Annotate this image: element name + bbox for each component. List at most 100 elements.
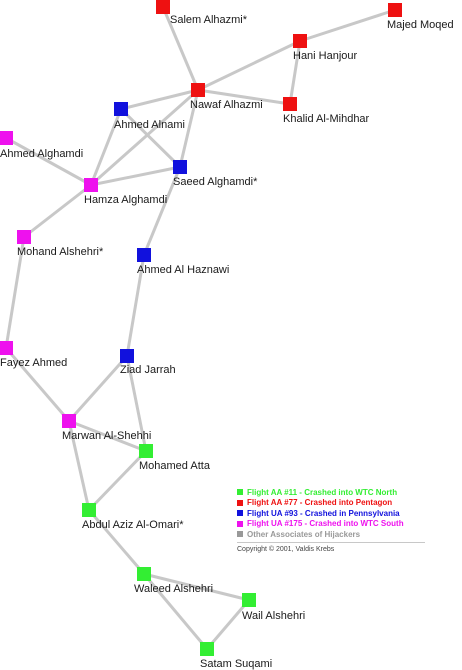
- node-atta: Mohamed Atta: [139, 444, 211, 472]
- node-marwan: Marwan Al-Shehhi: [62, 414, 151, 442]
- edge-atta-omari: [87, 449, 148, 512]
- legend-item-ua93: Flight UA #93 - Crashed in Pennsylvania: [237, 508, 425, 519]
- node-marker-saeed: [173, 160, 187, 174]
- node-label-khalid: Khalid Al-Mihdhar: [283, 113, 370, 125]
- node-hamza: Hamza Alghamdi: [84, 178, 167, 206]
- node-marker-mohand: [17, 230, 31, 244]
- node-marker-fayez: [0, 341, 13, 355]
- node-ziad: Ziad Jarrah: [120, 349, 176, 376]
- edge-majed-hani: [299, 8, 396, 43]
- edge-hamza-mohand: [23, 183, 92, 239]
- legend-swatch-ua175: [237, 520, 243, 527]
- edges-layer: [4, 6, 396, 650]
- legend-label-aa77: Flight AA #77 - Crashed into Pentagon: [247, 498, 393, 508]
- node-marker-alnami: [114, 102, 128, 116]
- edge-wail-satam: [205, 599, 251, 650]
- edge-nawaf-khalid: [197, 88, 291, 106]
- node-marker-hamza: [84, 178, 98, 192]
- node-marker-marwan: [62, 414, 76, 428]
- node-label-omari: Abdul Aziz Al-Omari*: [82, 519, 184, 531]
- node-satam: Satam Suqami: [200, 642, 272, 670]
- node-waleed: Waleed Alshehri: [134, 567, 213, 595]
- node-label-haznawi: Ahmed Al Haznawi: [137, 264, 229, 276]
- edge-ziad-marwan: [67, 355, 129, 422]
- node-label-waleed: Waleed Alshehri: [134, 583, 213, 595]
- node-label-satam: Satam Suqami: [200, 658, 272, 670]
- edge-marwan-atta: [68, 419, 147, 453]
- edge-ahmedg-hamza: [5, 136, 92, 187]
- node-saeed: Saeed Alghamdi*: [173, 160, 258, 188]
- edge-waleed-satam: [142, 573, 209, 650]
- edge-hani-khalid: [288, 40, 302, 105]
- legend-label-aa11: Flight AA #11 - Crashed into WTC North: [247, 487, 398, 497]
- node-label-nawaf: Nawaf Alhazmi: [190, 99, 263, 111]
- edge-haznawi-ziad: [125, 254, 146, 357]
- edge-salem-nawaf: [161, 6, 200, 91]
- node-haznawi: Ahmed Al Haznawi: [137, 248, 229, 276]
- node-label-salem: Salem Alhazmi*: [170, 14, 248, 26]
- node-mohand: Mohand Alshehri*: [17, 230, 104, 258]
- node-label-majed: Majed Moqed: [387, 19, 454, 31]
- node-alnami: Ahmed Alnami: [114, 102, 185, 131]
- node-label-fayez: Fayez Ahmed: [0, 357, 67, 369]
- legend-swatch-other: [237, 531, 243, 538]
- node-marker-khalid: [283, 97, 297, 111]
- node-label-hamza: Hamza Alghamdi: [84, 194, 167, 206]
- node-omari: Abdul Aziz Al-Omari*: [82, 503, 184, 531]
- edge-nawaf-hamza: [90, 88, 199, 187]
- edge-nawaf-saeed: [178, 89, 200, 168]
- edge-alnami-saeed: [119, 107, 182, 169]
- legend-divider: [237, 541, 425, 543]
- legend-swatch-ua93: [237, 510, 243, 517]
- legend-label-ua93: Flight UA #93 - Crashed in Pennsylvania: [247, 508, 400, 518]
- legend-label-ua175: Flight UA #175 - Crashed into WTC South: [247, 519, 404, 529]
- node-label-alnami: Ahmed Alnami: [114, 119, 185, 131]
- node-marker-satam: [200, 642, 214, 656]
- edge-mohand-fayez: [4, 236, 26, 349]
- node-marker-ahmedg: [0, 131, 13, 145]
- node-marker-omari: [82, 503, 96, 517]
- legend-swatch-aa11: [237, 489, 243, 496]
- edge-nawaf-alnami: [120, 88, 199, 111]
- edge-marwan-omari: [67, 420, 91, 511]
- legend: Flight AA #11 - Crashed into WTC North F…: [237, 487, 425, 553]
- legend-item-other: Other Associates of Hijackers: [237, 529, 425, 540]
- node-label-ziad: Ziad Jarrah: [120, 364, 176, 376]
- node-wail: Wail Alshehri: [242, 593, 305, 622]
- edge-saeed-hamza: [90, 165, 181, 187]
- legend-swatch-aa77: [237, 499, 243, 506]
- legend-item-aa11: Flight AA #11 - Crashed into WTC North: [237, 487, 425, 498]
- node-label-wail: Wail Alshehri: [242, 610, 305, 622]
- node-fayez: Fayez Ahmed: [0, 341, 67, 369]
- node-marker-hani: [293, 34, 307, 48]
- edge-waleed-wail: [143, 572, 250, 602]
- node-label-saeed: Saeed Alghamdi*: [173, 176, 258, 188]
- node-label-mohand: Mohand Alshehri*: [17, 246, 104, 258]
- legend-item-ua175: Flight UA #175 - Crashed into WTC South: [237, 519, 425, 530]
- edge-fayez-marwan: [4, 347, 71, 422]
- copyright-text: Copyright © 2001, Valdis Krebs: [237, 545, 335, 553]
- node-marker-wail: [242, 593, 256, 607]
- edge-omari-waleed: [87, 509, 146, 575]
- node-label-hani: Hani Hanjour: [293, 50, 358, 62]
- legend-label-other: Other Associates of Hijackers: [247, 529, 361, 539]
- node-nawaf: Nawaf Alhazmi: [190, 83, 263, 111]
- node-salem: Salem Alhazmi*: [156, 0, 248, 26]
- node-marker-salem: [156, 0, 170, 14]
- node-marker-waleed: [137, 567, 151, 581]
- edge-ziad-atta: [125, 355, 148, 452]
- edge-saeed-haznawi: [142, 166, 182, 256]
- node-marker-haznawi: [137, 248, 151, 262]
- node-majed: Majed Moqed: [387, 3, 454, 31]
- node-hani: Hani Hanjour: [293, 34, 358, 62]
- node-marker-nawaf: [191, 83, 205, 97]
- node-marker-majed: [388, 3, 402, 17]
- node-ahmedg: Ahmed Alghamdi: [0, 131, 83, 160]
- node-label-atta: Mohamed Atta: [139, 460, 211, 472]
- node-label-marwan: Marwan Al-Shehhi: [62, 430, 151, 442]
- node-marker-atta: [139, 444, 153, 458]
- node-marker-ziad: [120, 349, 134, 363]
- edge-hani-nawaf: [197, 39, 301, 92]
